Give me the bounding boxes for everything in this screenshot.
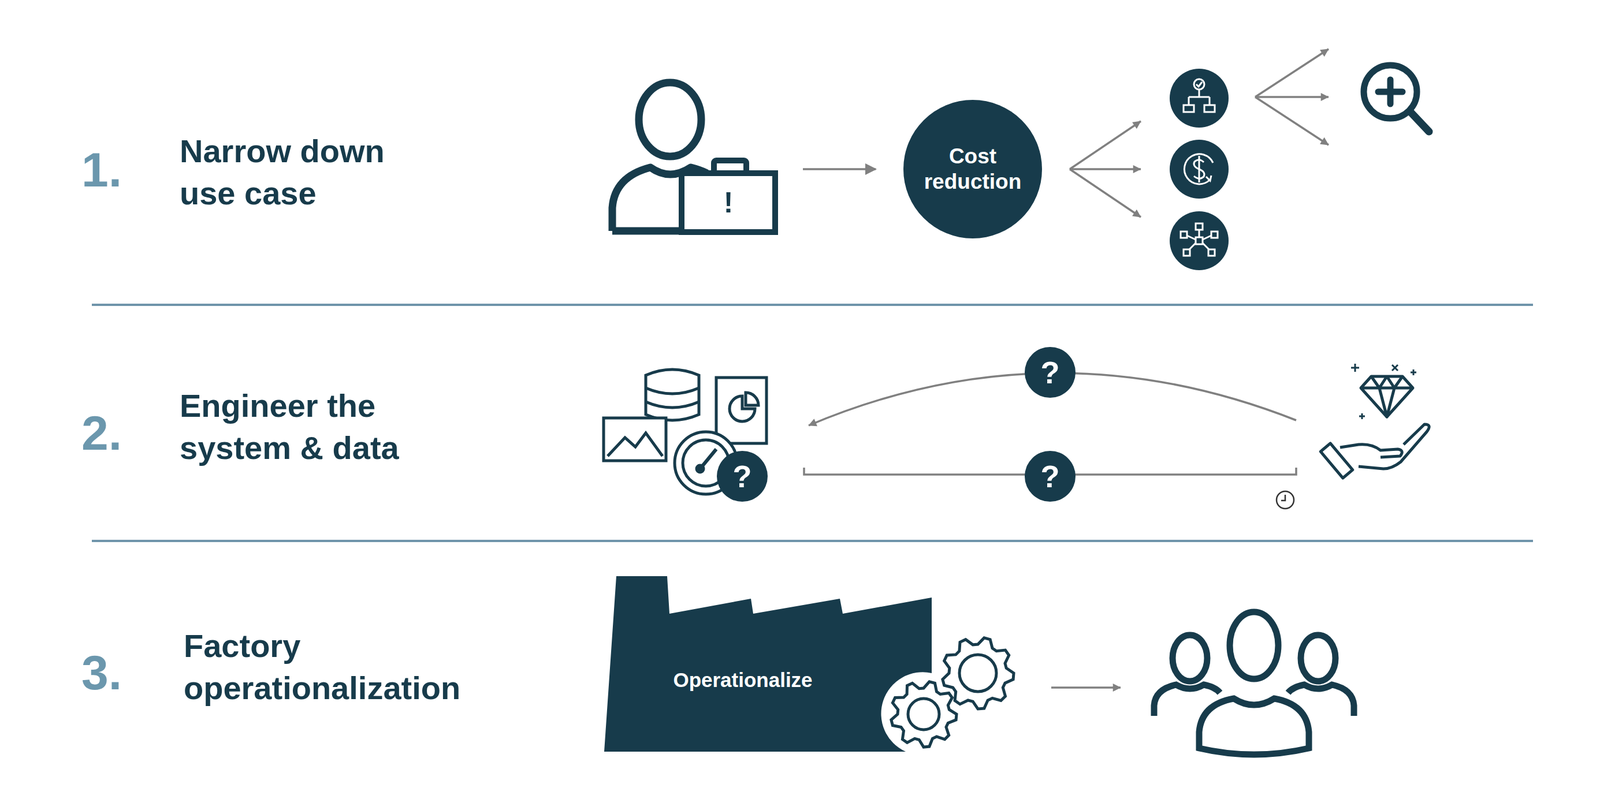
connector-arrow bbox=[802, 168, 876, 171]
clock-icon bbox=[1276, 491, 1294, 509]
node-text: ? bbox=[1040, 354, 1060, 392]
cost-icon bbox=[1169, 139, 1229, 199]
step-title: Narrow down use case bbox=[179, 130, 429, 215]
text-holder: ! bbox=[681, 173, 776, 233]
separator bbox=[91, 540, 1533, 543]
factory-outline bbox=[604, 576, 932, 753]
question-circle: ? bbox=[1024, 451, 1076, 502]
node-text: ! bbox=[723, 185, 734, 220]
node-text: Cost reduction bbox=[914, 143, 1031, 196]
person-outline bbox=[604, 79, 778, 235]
org-chart-icon bbox=[1169, 68, 1229, 128]
separator bbox=[91, 303, 1533, 307]
step-number: 1. bbox=[81, 138, 151, 202]
briefcase-person: ! bbox=[604, 79, 778, 235]
question-circle: ? bbox=[716, 451, 768, 502]
factory-shape: Operationalize bbox=[604, 576, 932, 753]
text-holder: Operationalize bbox=[604, 651, 882, 710]
goal-circle: Cost reduction bbox=[903, 99, 1043, 239]
step-title: Factory operationalization bbox=[183, 625, 479, 710]
gear-hub bbox=[908, 698, 940, 731]
step-number: 3. bbox=[81, 641, 151, 705]
step-title: Engineer the system & data bbox=[179, 385, 429, 470]
step-number: 2. bbox=[81, 402, 151, 465]
fan-arrows bbox=[1069, 49, 1329, 218]
gear bbox=[891, 682, 957, 748]
network-icon bbox=[1169, 211, 1229, 271]
people-icon bbox=[1154, 612, 1354, 755]
node-text: ? bbox=[732, 458, 753, 496]
gear-hub bbox=[959, 655, 997, 692]
flow-arrow bbox=[1051, 686, 1121, 690]
question-circle: ? bbox=[1024, 347, 1076, 398]
node-text: ? bbox=[1040, 458, 1060, 496]
node-text: Operationalize bbox=[672, 668, 813, 692]
magnifier-icon bbox=[1363, 65, 1430, 132]
diamond-hand-icon bbox=[1320, 363, 1430, 479]
